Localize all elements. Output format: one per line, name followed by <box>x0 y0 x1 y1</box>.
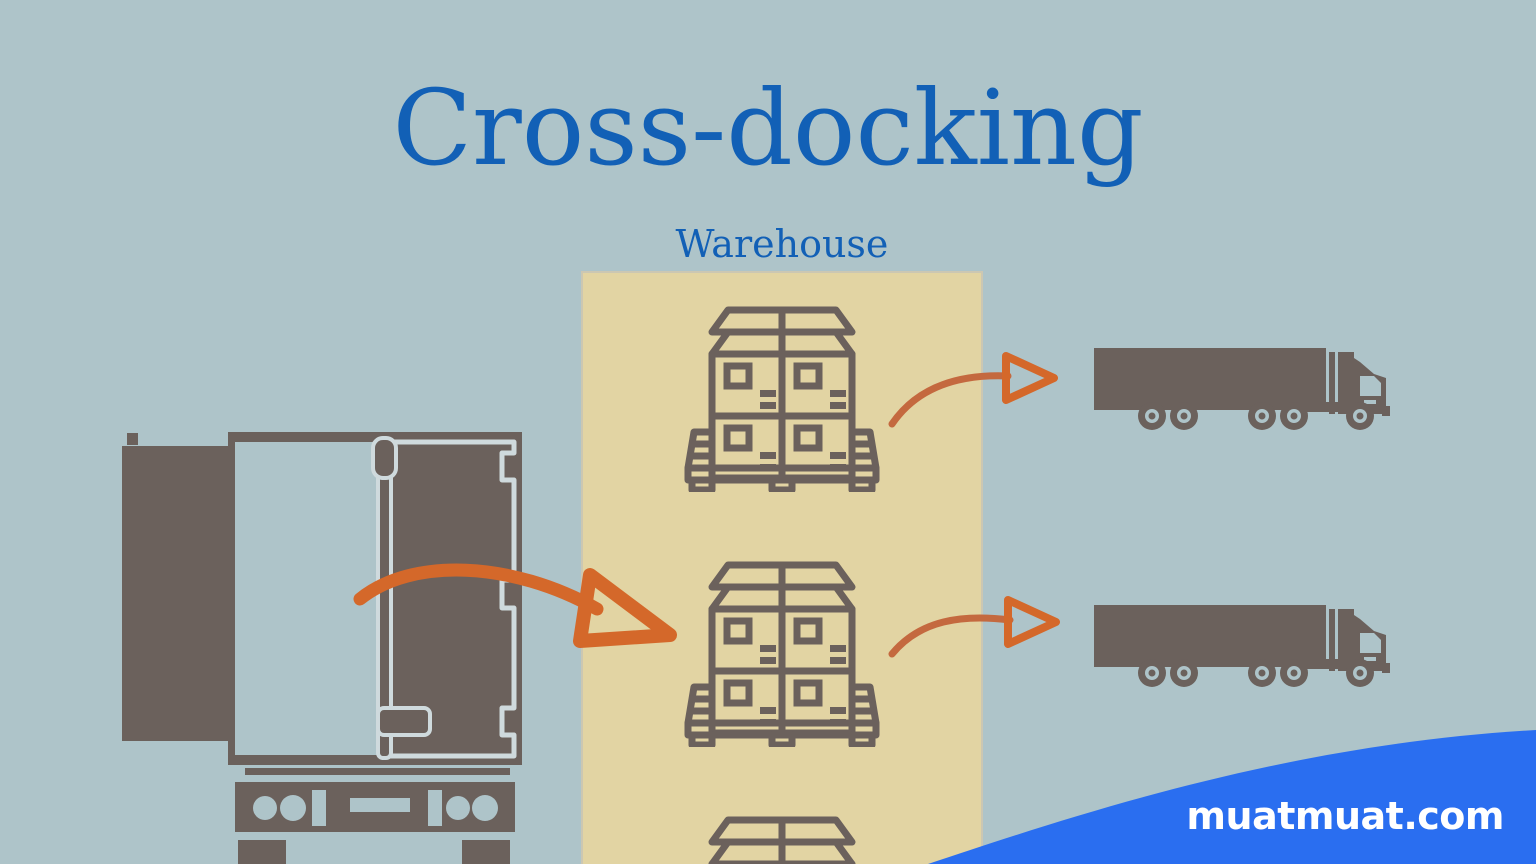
outbound-truck-top <box>1092 340 1412 440</box>
arrow-right-icon <box>888 352 1058 428</box>
pallet-icon <box>682 292 882 494</box>
inbound-truck-rear-view <box>110 420 540 864</box>
boxes-on-pallet-icon <box>708 816 856 864</box>
boxes-on-pallet-icon <box>684 306 880 494</box>
inbound-flow-arrow <box>352 535 692 655</box>
arrow-right-icon <box>353 563 677 648</box>
outbound-flow-arrow-top <box>880 338 1070 438</box>
semi-truck-side-icon <box>1094 605 1390 687</box>
outbound-truck-bottom <box>1092 597 1412 697</box>
outbound-flow-arrow-bottom <box>880 590 1070 690</box>
arrow-right-icon <box>888 596 1060 658</box>
page-title: Cross-docking <box>392 67 1144 189</box>
semi-truck-side-icon <box>1094 348 1390 430</box>
truck-rear-icon <box>122 432 522 864</box>
brand-watermark: muatmuat.com <box>928 718 1536 864</box>
pallet-icon <box>682 547 882 749</box>
pallet-icon <box>682 802 882 864</box>
warehouse-label: Warehouse <box>675 222 889 266</box>
blue-swoosh-shape <box>928 730 1536 864</box>
boxes-on-pallet-icon <box>684 561 880 749</box>
brand-name: muatmuat.com <box>1186 794 1504 838</box>
